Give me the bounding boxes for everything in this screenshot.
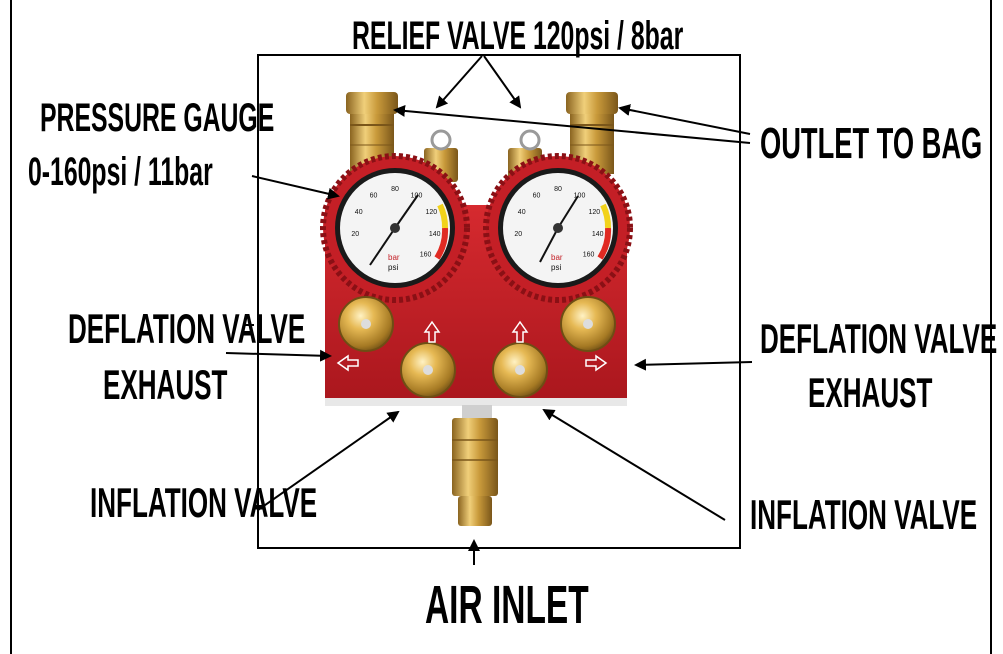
gauge-right-tick-label: 120 (588, 209, 600, 216)
leader-lines (225, 55, 753, 565)
photo-frame (257, 54, 741, 549)
gauge-left-unit-bar: bar (388, 253, 400, 262)
gauge-left-tick-label: 120 (425, 209, 437, 216)
gauge-right-unit-bar: bar (551, 253, 563, 262)
gauge-right-tick-label: 40 (518, 209, 526, 216)
relief-valve-label: RELIEF VALVE 120psi / 8bar (352, 14, 684, 58)
gauge-left-tick-label: 40 (355, 209, 363, 216)
gauge-left-tick-label: 160 (420, 252, 432, 259)
pressure-gauge-range-label: 0-160psi / 11bar (28, 150, 213, 194)
gauge-right-tick-label: 20 (514, 231, 522, 238)
gauge-left-tick-label: 100 (411, 192, 423, 199)
inflation-valve-right-label: INFLATION VALVE (750, 491, 978, 538)
deflation-knob-right (560, 296, 616, 352)
gauge-left-tick-label: 80 (391, 186, 399, 193)
air-inlet-label: AIR INLET (425, 575, 589, 635)
gauge-left-tick-label: 140 (429, 231, 441, 238)
right-border-line (990, 0, 992, 654)
pressure-gauge-right: bar psi 20 40 60 80 100 120 140 160 (483, 153, 633, 303)
inflation-valve-left-label: INFLATION VALVE (90, 479, 318, 526)
exhaust-right-label: EXHAUST (808, 369, 933, 416)
gauge-left-tick-label: 60 (370, 192, 378, 199)
gauge-left-unit-psi: psi (388, 263, 398, 272)
gauge-right-tick-label: 60 (533, 192, 541, 199)
pressure-gauge-left: bar psi 20 40 60 80 100 120 140 160 (320, 153, 470, 303)
deflation-valve-right-label: DEFLATION VALVE (760, 315, 998, 362)
exhaust-arrow-left-icon (336, 354, 359, 372)
exhaust-left-label: EXHAUST (103, 361, 228, 408)
air-inlet-fitting (452, 405, 498, 526)
exhaust-arrow-right-icon (585, 354, 608, 372)
gauge-right-tick-label: 100 (574, 192, 586, 199)
outlet-to-bag-label: OUTLET TO BAG (760, 119, 983, 168)
gauge-left-tick-label: 20 (351, 231, 359, 238)
inflation-knob-left (400, 342, 456, 398)
gauge-right-tick-label: 80 (554, 186, 562, 193)
inflation-arrow-left-icon (423, 320, 441, 343)
gauge-right-tick-label: 140 (592, 231, 604, 238)
gauge-right-unit-psi: psi (551, 263, 561, 272)
gauge-right-tick-label: 160 (583, 252, 595, 259)
deflation-knob-left (338, 296, 394, 352)
left-border-line (10, 0, 12, 654)
deflation-valve-left-label: DEFLATION VALVE (68, 305, 306, 352)
inflation-knob-right (492, 342, 548, 398)
inflation-arrow-right-icon (511, 320, 529, 343)
pressure-gauge-label: PRESSURE GAUGE (40, 96, 275, 140)
